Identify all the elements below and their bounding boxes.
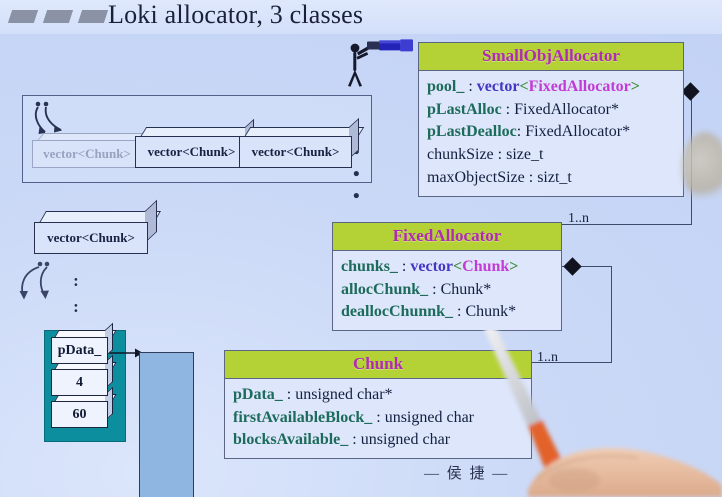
presenter-telescope-icon xyxy=(348,39,413,87)
member-type: Chunk* xyxy=(465,303,517,321)
class-name: FixedAllocator xyxy=(333,223,561,251)
class-box-chunk[interactable]: Chunk pData_ : unsigned char* firstAvail… xyxy=(224,350,532,460)
class-member-row: allocChunk_ : Chunk* xyxy=(341,279,553,302)
member-type: unsigned char* xyxy=(295,386,393,403)
list-item: vector<Chunk> xyxy=(239,117,365,168)
member-type-template: vector xyxy=(410,258,454,275)
title-mark-1 xyxy=(7,10,39,23)
angle-open: < xyxy=(453,258,463,275)
chunk-vector-cube: vector<Chunk> xyxy=(34,199,161,254)
attribution-text: — 侯 捷 — xyxy=(424,466,510,482)
member-name: pLastDealloc xyxy=(427,123,517,141)
curved-arrow-icon xyxy=(34,101,62,134)
pointer-stick-icon xyxy=(484,330,722,497)
association-line xyxy=(530,362,612,363)
presenter-head-blur xyxy=(682,132,722,202)
member-type: unsigned char xyxy=(384,408,475,426)
chunk-memory-stack: pData_ 4 60 xyxy=(44,322,126,442)
member-type-template: vector xyxy=(476,78,520,95)
member-separator: : xyxy=(397,258,411,275)
class-members: pool_ : vector<FixedAllocator> pLastAllo… xyxy=(419,71,683,196)
member-name: blocksAvailable_ xyxy=(233,431,349,449)
member-separator: : xyxy=(372,408,385,426)
composition-diamond xyxy=(681,82,700,101)
member-separator: : xyxy=(464,78,477,95)
class-box-smallobjallocator[interactable]: SmallObjAllocator pool_ : vector<FixedAl… xyxy=(418,42,684,197)
member-separator: : xyxy=(282,386,296,403)
member-name: deallocChunnk_ xyxy=(341,303,454,321)
multiplicity-label: 1..n xyxy=(537,350,558,365)
angle-open: < xyxy=(519,78,529,95)
member-type: Chunk* xyxy=(440,280,492,298)
class-member-row: pLastDealloc: FixedAllocator* xyxy=(427,121,675,144)
member-type: FixedAllocator* xyxy=(514,100,619,118)
member-name: firstAvailableBlock_ xyxy=(233,408,373,426)
member-name: chunkSize xyxy=(427,146,494,164)
list-item: 60 xyxy=(51,386,117,428)
class-member-row: firstAvailableBlock_ : unsigned char xyxy=(233,407,523,430)
member-type: size_t xyxy=(506,146,544,164)
curved-arrow-icon xyxy=(19,261,50,300)
class-member-row: chunks_ : vector<Chunk> xyxy=(341,256,553,279)
list-item: 4 xyxy=(51,354,117,396)
member-name: pLastAlloc xyxy=(427,100,502,118)
slab-label: 4 xyxy=(51,369,108,396)
cube-label: vector<Chunk> xyxy=(34,222,148,254)
title-band xyxy=(0,0,722,34)
association-line xyxy=(561,224,692,225)
member-type: FixedAllocator* xyxy=(525,123,631,141)
class-member-row: pData_ : unsigned char* xyxy=(233,384,523,407)
member-separator: : xyxy=(524,168,538,186)
class-member-row: deallocChunnk_ : Chunk* xyxy=(341,301,553,324)
cube-label: vector<Chunk> xyxy=(135,136,248,168)
composition-diamond xyxy=(563,257,582,276)
member-name: pData_ xyxy=(233,386,283,403)
class-member-row: pLastAlloc : FixedAllocator* xyxy=(427,99,675,122)
member-separator: : xyxy=(516,123,526,141)
member-type-arg: FixedAllocator xyxy=(528,78,631,95)
association-line xyxy=(611,266,612,362)
class-box-fixedallocator[interactable]: FixedAllocator chunks_ : vector<Chunk> a… xyxy=(332,222,562,332)
multiplicity-label: 1..n xyxy=(568,211,589,226)
class-members: chunks_ : vector<Chunk> allocChunk_ : Ch… xyxy=(333,251,561,330)
class-member-row: maxObjectSize : sizt_t xyxy=(427,167,675,190)
title-mark-2 xyxy=(42,10,74,23)
cube-label: vector<Chunk> xyxy=(239,136,352,168)
title-bullet-marks xyxy=(7,10,109,23)
cube-label: vector<Chunk> xyxy=(32,140,142,168)
member-separator: : xyxy=(493,146,507,164)
member-separator: : xyxy=(348,431,361,449)
member-type: sizt_t xyxy=(537,168,572,186)
angle-close: > xyxy=(509,258,519,275)
list-item: pData_ xyxy=(51,322,117,364)
association-line xyxy=(560,266,612,267)
slab-label: 60 xyxy=(51,401,108,428)
class-name: SmallObjAllocator xyxy=(419,43,683,71)
member-separator: : xyxy=(501,100,515,118)
class-name: Chunk xyxy=(225,351,531,379)
member-name: maxObjectSize xyxy=(427,168,525,186)
member-name: chunks_ xyxy=(341,258,398,275)
angle-close: > xyxy=(630,78,640,95)
class-members: pData_ : unsigned char* firstAvailableBl… xyxy=(225,379,531,458)
class-member-row: pool_ : vector<FixedAllocator> xyxy=(427,76,675,99)
class-member-row: blocksAvailable_ : unsigned char xyxy=(233,429,523,452)
class-member-row: chunkSize : size_t xyxy=(427,144,675,167)
member-name: allocChunk_ xyxy=(341,280,429,298)
member-separator: : xyxy=(453,303,466,321)
vector-array-frame: vector<Chunk> vector<Chunk> vector<Chunk… xyxy=(22,95,372,207)
member-separator: : xyxy=(428,280,441,298)
page-title: Loki allocator, 3 classes xyxy=(108,0,364,29)
ellipsis-marker: • • • xyxy=(353,142,362,207)
title-mark-3 xyxy=(77,10,109,23)
memory-block-bar xyxy=(139,352,194,497)
member-name: pool_ xyxy=(427,78,465,95)
list-item: vector<Chunk> xyxy=(32,133,151,168)
member-type-arg: Chunk xyxy=(462,258,510,275)
list-item: vector<Chunk> xyxy=(135,118,261,168)
member-type: unsigned char xyxy=(360,431,451,449)
slab-label: pData_ xyxy=(51,337,108,364)
